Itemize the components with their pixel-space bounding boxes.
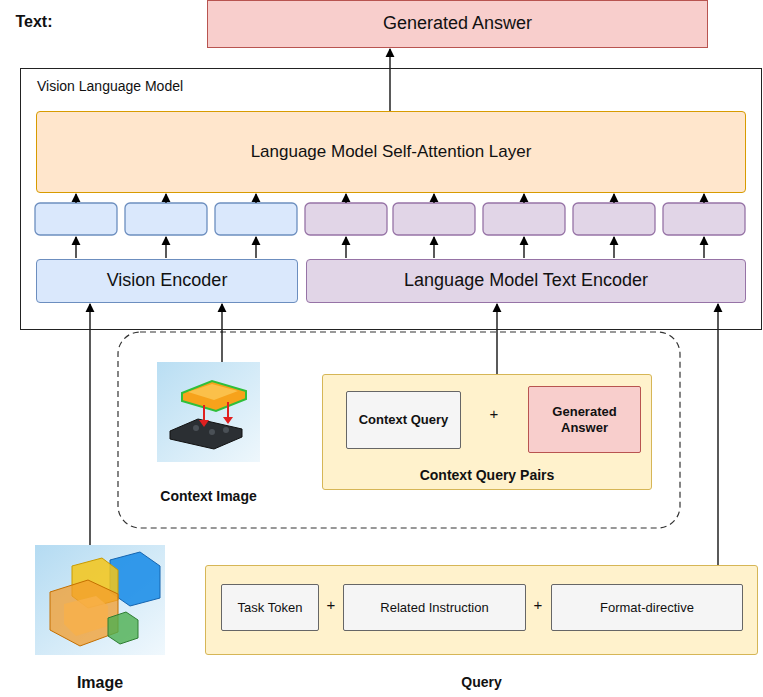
context-region (118, 332, 680, 528)
node-text: Language Model Self-Attention Layer (251, 142, 532, 162)
assembly-arrow (203, 405, 205, 421)
token-arrow (165, 194, 166, 203)
token-arrows (76, 194, 704, 258)
node-text: Image (77, 673, 123, 692)
token-arrow (255, 237, 256, 258)
token-arrow (165, 237, 166, 258)
brick-plate (182, 381, 246, 411)
token-arrow (523, 194, 524, 203)
token-arrow (255, 194, 256, 203)
token-arrow (345, 237, 346, 258)
token-arrow (703, 237, 704, 258)
node-text: Vision Encoder (107, 270, 228, 292)
node-text: Task Token (238, 600, 303, 616)
query-box: QueryTask TokenRelated InstructionFormat… (205, 565, 758, 655)
output-box: Generated Answer (207, 0, 708, 48)
text-token (305, 203, 387, 235)
base-plate (170, 419, 242, 449)
image-node: Image (35, 545, 165, 655)
text-token (393, 203, 475, 235)
node-text: Context Query Pairs (323, 467, 651, 484)
image-background (35, 545, 165, 655)
context-pairs-box: Context Query Pairs Context Query Generate… (322, 374, 652, 490)
brick-plate-top (188, 384, 238, 400)
assembly-arrow (227, 402, 229, 418)
node-text: Context Query (359, 412, 449, 428)
token-arrow (433, 237, 434, 258)
stud (223, 427, 229, 433)
token-arrow (613, 237, 614, 258)
orange-block (64, 596, 108, 636)
context-image-illustration (157, 362, 260, 462)
token-arrow (345, 194, 346, 203)
image-background (157, 362, 260, 462)
node-text: Related Instruction (380, 600, 488, 616)
node-text: Query (461, 674, 501, 691)
encoder-box: Vision Encoder (36, 259, 298, 303)
query-image-illustration (35, 545, 165, 655)
attention-layer-box: Language Model Self-Attention Layer (36, 111, 746, 193)
connector-arrow (717, 304, 718, 565)
token-arrow (75, 237, 76, 258)
stud (193, 425, 199, 431)
plus-sign: + (321, 596, 341, 614)
node-text: Context Image (160, 488, 256, 505)
text-token (573, 203, 655, 235)
row-label: Text: (4, 12, 64, 31)
node-text: Generated Answer (383, 13, 532, 35)
encoder-box: Language Model Text Encoder (306, 259, 746, 303)
plus-sign: + (528, 596, 548, 614)
token-arrow (703, 194, 704, 203)
connector-arrow (221, 304, 222, 362)
token-arrow (75, 194, 76, 203)
answer-box: Generated Answer (528, 386, 641, 453)
token-arrow (523, 237, 524, 258)
node-text: Language Model Text Encoder (404, 270, 648, 292)
context-query-box: Context Query (346, 391, 461, 449)
connector-arrow (389, 49, 390, 111)
model-container: Vision Language ModelLanguage Model Self… (20, 68, 762, 330)
query-part-box: Related Instruction (343, 584, 526, 631)
token-arrow (613, 194, 614, 203)
vision-token (215, 203, 297, 235)
query-part-box: Format-directive (551, 584, 743, 631)
context-image-node: Context Image (157, 362, 260, 462)
node-text: Generated Answer (533, 404, 636, 435)
vision-token (125, 203, 207, 235)
token-boxes (35, 203, 745, 235)
token-arrow (433, 194, 434, 203)
assembly-arrowhead (223, 417, 233, 424)
green-block (108, 612, 138, 644)
node-text: Format-directive (600, 600, 694, 616)
plus-sign: + (484, 405, 504, 423)
connector-arrow (89, 304, 90, 545)
vision-token (35, 203, 117, 235)
node-text: Vision Language Model (37, 78, 183, 95)
query-part-box: Task Token (221, 584, 319, 631)
connector-arrow (496, 304, 497, 374)
text-token (483, 203, 565, 235)
text-token (663, 203, 745, 235)
stud (209, 429, 215, 435)
assembly-arrowhead (199, 420, 209, 427)
